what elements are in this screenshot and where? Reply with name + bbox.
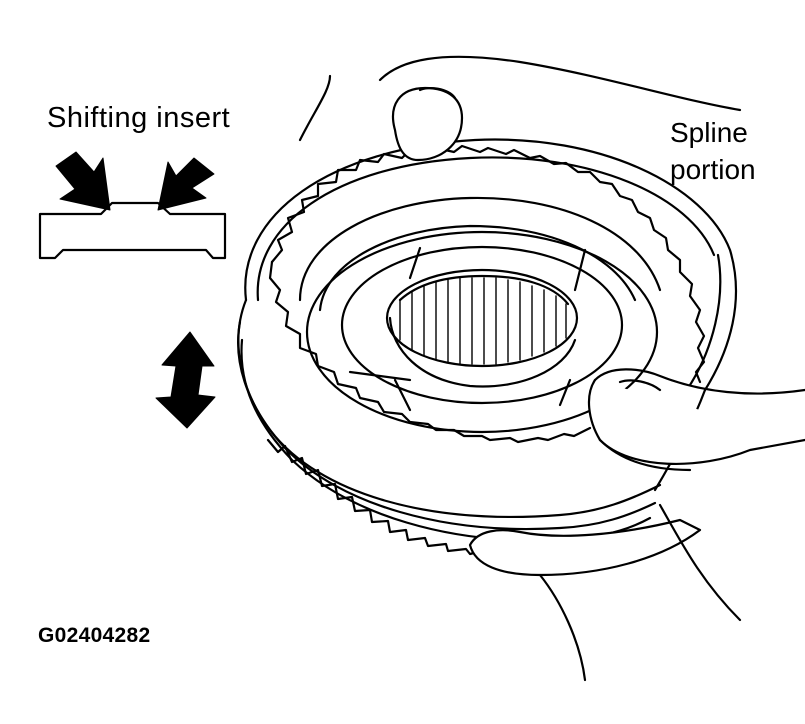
- hand-fingers: [298, 55, 805, 682]
- shifting-insert-label: Shifting insert: [47, 102, 231, 134]
- press-arrow-right-icon: [157, 157, 215, 211]
- spline-label-line1: Spline: [670, 117, 748, 148]
- press-arrow-left-icon: [55, 151, 111, 211]
- spline-portion-label: Spline portion: [670, 114, 756, 188]
- synchronizer-sleeve: [237, 138, 738, 556]
- shifting-insert-part: [38, 201, 227, 260]
- spline-teeth-ring: [268, 144, 706, 444]
- double-arrow-icon: [155, 331, 216, 429]
- spline-label-line2: portion: [670, 154, 756, 185]
- hub-ring: [305, 230, 659, 434]
- figure-code: G02404282: [38, 624, 151, 647]
